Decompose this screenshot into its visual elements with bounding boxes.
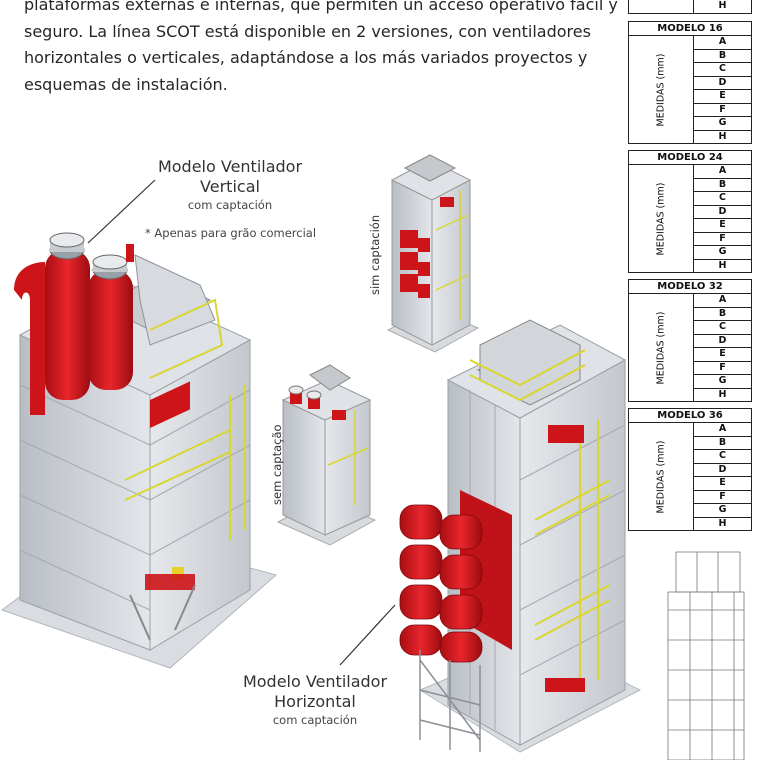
commercial-grain-note: * Apenas para grão comercial	[145, 226, 317, 240]
measure-row: E	[694, 477, 751, 491]
measure-row: H	[718, 517, 727, 529]
measure-side-label: MEDIDAS (mm)	[629, 165, 694, 272]
measure-side-label	[629, 0, 694, 13]
small-dryer-middle-illustration	[276, 364, 377, 546]
measure-row: F	[694, 233, 751, 246]
measure-row: A	[694, 423, 751, 437]
measure-side-label: MEDIDAS (mm)	[629, 423, 694, 530]
table-title: MODELO 16	[629, 22, 751, 36]
measure-row: E	[694, 219, 751, 233]
table-title: MODELO 32	[629, 280, 751, 294]
horizontal-fan-dryer-illustration	[399, 319, 642, 753]
measure-table-partial: H	[628, 0, 752, 14]
measure-row: G	[694, 504, 751, 518]
small-dryer-top-illustration	[386, 154, 480, 353]
measure-table-modelo-24: MODELO 24 MEDIDAS (mm) A B C D E F G H	[628, 150, 752, 273]
vertical-subtitle: com captación	[187, 198, 273, 212]
table-title: MODELO 24	[629, 151, 751, 165]
measure-row: A	[694, 294, 751, 308]
measure-row: D	[694, 77, 751, 90]
measure-row: A	[694, 165, 751, 179]
measure-row: G	[694, 246, 751, 260]
measure-row: F	[694, 362, 751, 375]
measure-row: D	[694, 335, 751, 348]
horizontal-title-line2: Horizontal	[274, 692, 356, 711]
measure-table-modelo-16: MODELO 16 MEDIDAS (mm) A B C D E F G H	[628, 21, 752, 144]
measure-side-label: MEDIDAS (mm)	[629, 294, 694, 401]
measure-table-modelo-32: MODELO 32 MEDIDAS (mm) A B C D E F G H	[628, 279, 752, 402]
vertical-title-line2: Vertical	[200, 177, 260, 196]
measure-row: D	[694, 206, 751, 219]
intro-paragraph: plataformas externas e internas, que per…	[24, 0, 618, 94]
measure-row: H	[718, 388, 727, 400]
measure-row: E	[694, 348, 751, 362]
measure-row: G	[694, 375, 751, 389]
measure-row: H	[718, 130, 727, 142]
measure-row: A	[694, 36, 751, 50]
measure-row: B	[694, 437, 751, 450]
measure-table-modelo-36: MODELO 36 MEDIDAS (mm) A B C D E F G H	[628, 408, 752, 531]
technical-drawing	[667, 551, 745, 760]
table-title: MODELO 36	[629, 409, 751, 423]
vertical-leader-line	[87, 179, 156, 244]
measure-row: D	[694, 464, 751, 477]
measure-row: H	[718, 259, 727, 271]
horizontal-leader-line	[339, 604, 396, 666]
horizontal-model-label: Modelo Ventilador Horizontal com captaci…	[225, 672, 405, 728]
measure-side-label: MEDIDAS (mm)	[629, 36, 694, 143]
measure-row: E	[694, 90, 751, 104]
measure-row: C	[694, 63, 751, 77]
measure-row: F	[694, 491, 751, 504]
measure-row: F	[694, 104, 751, 117]
horizontal-title-line1: Modelo Ventilador	[242, 672, 388, 691]
measure-row: C	[694, 192, 751, 206]
vertical-fan-dryer-illustration	[0, 232, 278, 669]
measure-row: G	[694, 117, 751, 131]
horizontal-subtitle: com captación	[272, 713, 358, 727]
measure-row: H	[718, 0, 727, 11]
vertical-title-line1: Modelo Ventilador	[157, 157, 303, 176]
sem-captacao-label: sem captação	[270, 424, 284, 505]
sim-captacion-label: sim captación	[368, 214, 382, 295]
measure-row: C	[694, 450, 751, 464]
vertical-model-label: Modelo Ventilador Vertical com captación	[140, 157, 320, 213]
measure-row: B	[694, 50, 751, 63]
measure-row: B	[694, 308, 751, 321]
measure-row: B	[694, 179, 751, 192]
measure-row: C	[694, 321, 751, 335]
